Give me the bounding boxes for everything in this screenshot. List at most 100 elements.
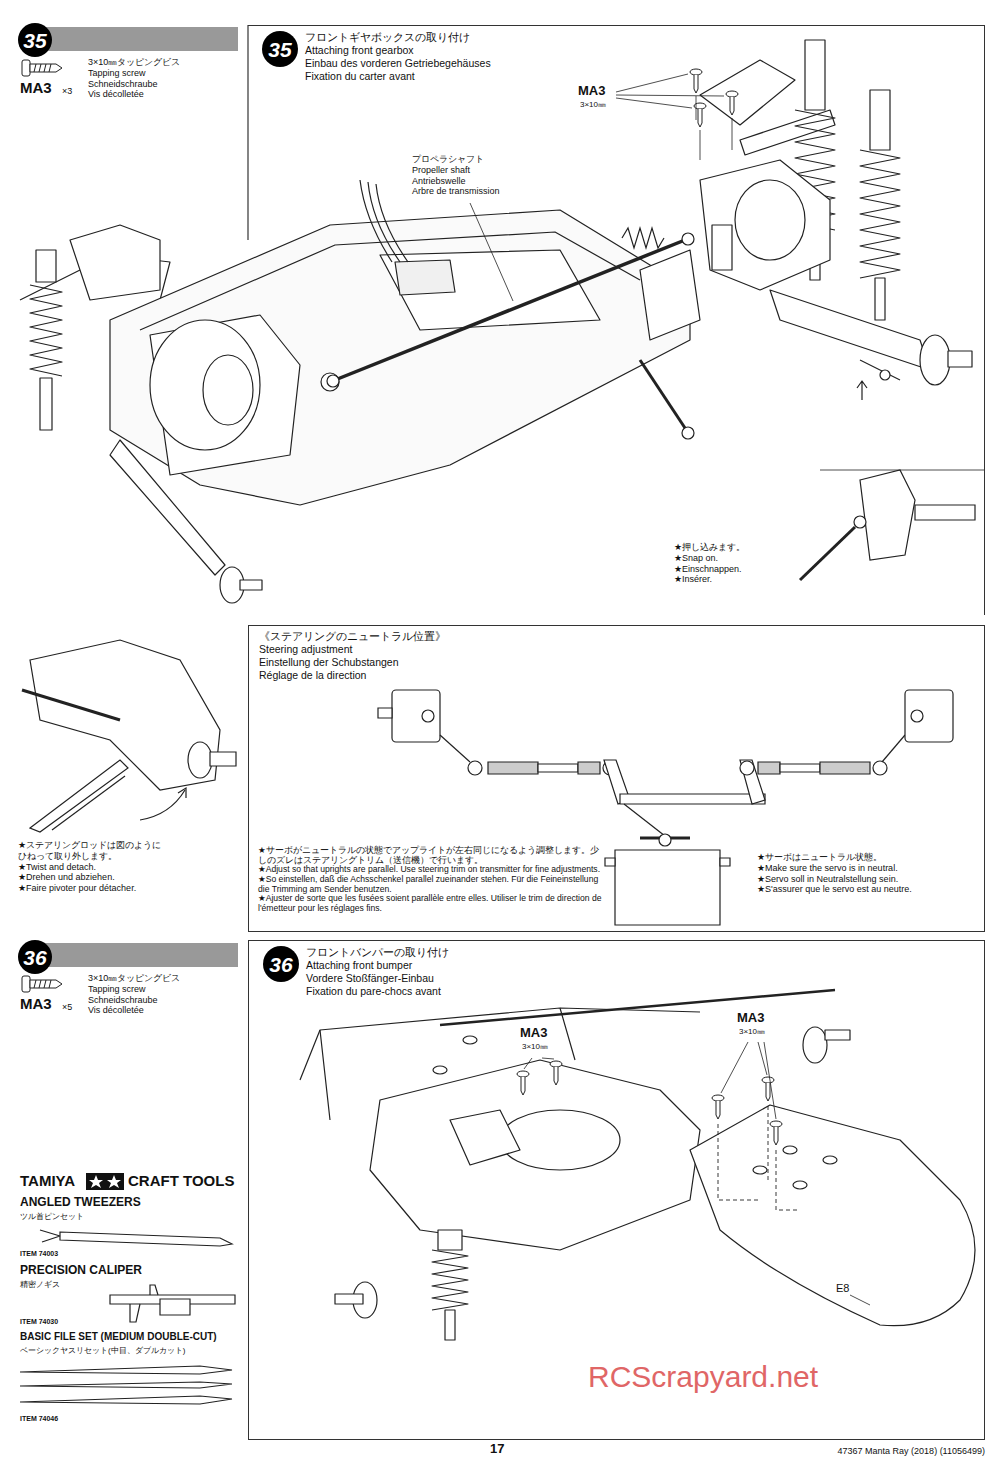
dimension: 3×10㎜ (580, 100, 606, 109)
screw-spec: Tapping screw (88, 984, 146, 995)
steering-diagram (620, 794, 765, 804)
steering-diagram (578, 762, 600, 774)
heading-text: Einstellung der Schubstangen (259, 656, 399, 669)
tamiya-logo (86, 1173, 124, 1190)
steering-diagram (740, 761, 754, 775)
twist-inset (210, 752, 236, 766)
front-gearbox-drawing (875, 278, 885, 320)
chassis-drawing (40, 378, 52, 430)
screw (690, 69, 702, 93)
snap-inset (854, 516, 866, 528)
front-gearbox-drawing (700, 60, 795, 125)
badge-text: 36 (269, 954, 292, 975)
footer-text: 47367 Manta Ray (2018) (11056499) (700, 1446, 985, 1456)
steering-diagram (468, 761, 482, 775)
servo-note: ★S'assurer que le servo est au neutre. (757, 884, 912, 895)
screw (766, 1083, 770, 1101)
steering-diagram (378, 708, 392, 718)
bumper-drawing (718, 1106, 800, 1210)
screw-icon (30, 980, 62, 988)
screw (716, 1101, 720, 1119)
steering-diagram (488, 762, 538, 774)
quantity: ×3 (62, 86, 72, 96)
assembly-note: ★押し込みます。 (674, 542, 745, 553)
bumper-drawing (690, 1105, 975, 1326)
bumper-drawing (783, 1146, 797, 1154)
bumper-drawing (823, 1156, 837, 1164)
screw-icon (22, 60, 62, 76)
assembly-note: ★ステアリングロッドは図のように ひねって取り外します。 (18, 840, 170, 862)
tool-name: ツル首ピンセット (20, 1212, 84, 1221)
bumper-drawing (433, 1066, 447, 1074)
item-number: ITEM 74030 (20, 1318, 58, 1326)
screw (616, 69, 738, 160)
screw-icon (22, 976, 62, 992)
steering-diagram (659, 834, 671, 846)
assembly-note-group: ★押し込みます。★Snap on.★Einschnappen.★Insérer. (674, 542, 794, 585)
screw-icon (22, 60, 30, 76)
tool-drawing (160, 1299, 190, 1315)
steering-diagram (378, 690, 953, 925)
brand-name: CRAFT TOOLS (128, 1172, 234, 1189)
bumper-drawing (803, 1027, 827, 1063)
twist-inset (22, 640, 236, 832)
heading-text: Réglage de la direction (259, 669, 366, 682)
part-code: MA3 (20, 995, 52, 1012)
heading-text: Steering adjustment (259, 643, 352, 656)
chassis-drawing (30, 285, 62, 376)
servo-note: ★Make sure the servo is in neutral. (757, 863, 898, 874)
chassis-drawing (20, 180, 700, 603)
part-name: Arbre de transmission (412, 186, 500, 197)
screw (517, 1071, 529, 1077)
steering-diagram (624, 804, 665, 836)
heading-text: Vordere Stoßfänger-Einbau (306, 972, 434, 985)
propeller-shaft (330, 238, 690, 382)
bumper-drawing (300, 990, 975, 1340)
screw (726, 91, 738, 97)
screw-spec: 3×10㎜タッピングビス (88, 973, 180, 984)
part-code: MA3 (578, 84, 605, 99)
chassis-drawing (321, 373, 339, 391)
tool-name: PRECISION CALIPER (20, 1264, 142, 1278)
adjustment-note: ★Adjust so that uprights are parallel. U… (258, 865, 600, 875)
tool-drawing (20, 1230, 235, 1404)
chassis-drawing (110, 440, 225, 575)
steering-diagram (422, 710, 434, 722)
tool-drawing (60, 1232, 232, 1246)
chassis-drawing (203, 355, 253, 425)
heading-text: Einbau des vorderen Getriebegehäuses (305, 57, 491, 70)
screw-spec: Vis décolletée (88, 1005, 144, 1016)
screw-spec: Schneidschraube (88, 995, 158, 1006)
front-gearbox-drawing (770, 290, 930, 370)
screw (690, 69, 702, 75)
bumper-drawing (825, 1030, 850, 1040)
bumper-drawing (370, 1060, 700, 1250)
propeller-shaft (682, 233, 694, 245)
part-name: Antriebswelle (412, 176, 466, 187)
part-name-group: プロペラシャフトPropeller shaftAntriebswelleArbr… (412, 154, 562, 197)
screw-icon (34, 980, 51, 988)
screw (694, 75, 698, 93)
step-number: 35 (268, 39, 291, 60)
chassis-drawing (110, 210, 690, 505)
heading-text: フロントギヤボックスの取り付け (305, 31, 470, 44)
tool-name: ANGLED TWEEZERS (20, 1196, 141, 1210)
adjustment-note: ★サーボがニュートラルの状態でアップライトが左右同じになるよう調整します。少しの… (258, 846, 603, 865)
chassis-drawing (240, 580, 262, 590)
panel-heading: フロントギヤボックスの取り付けAttaching front gearboxEi… (305, 31, 491, 84)
screw (524, 1042, 776, 1119)
front-gearbox-drawing (857, 381, 867, 400)
screw (726, 91, 738, 115)
steering-diagram (882, 735, 905, 762)
tool-name: ベーシックヤスリセット(中目、ダブルカット) (20, 1346, 185, 1355)
twist-inset (140, 790, 185, 820)
chassis-drawing (36, 250, 56, 282)
page-number: 17 (490, 1442, 504, 1457)
step-bar (30, 943, 238, 967)
step-number-badge: 36 (263, 946, 299, 982)
bumper-drawing (450, 1110, 520, 1165)
steering-diagram (605, 858, 615, 866)
tool-drawing (130, 1285, 158, 1322)
steering-diagram (873, 761, 887, 775)
tamiya-logo (107, 1175, 121, 1188)
